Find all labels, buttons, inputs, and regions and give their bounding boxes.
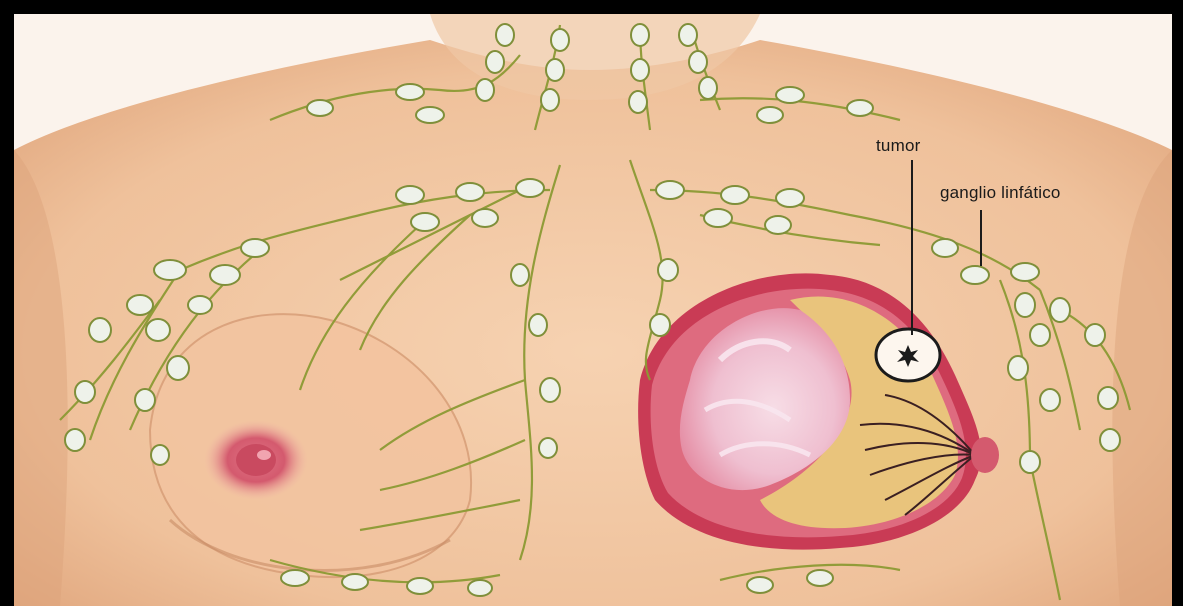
lymph-node-label: ganglio linfático (940, 183, 1061, 203)
tumor-label: tumor (876, 136, 920, 156)
